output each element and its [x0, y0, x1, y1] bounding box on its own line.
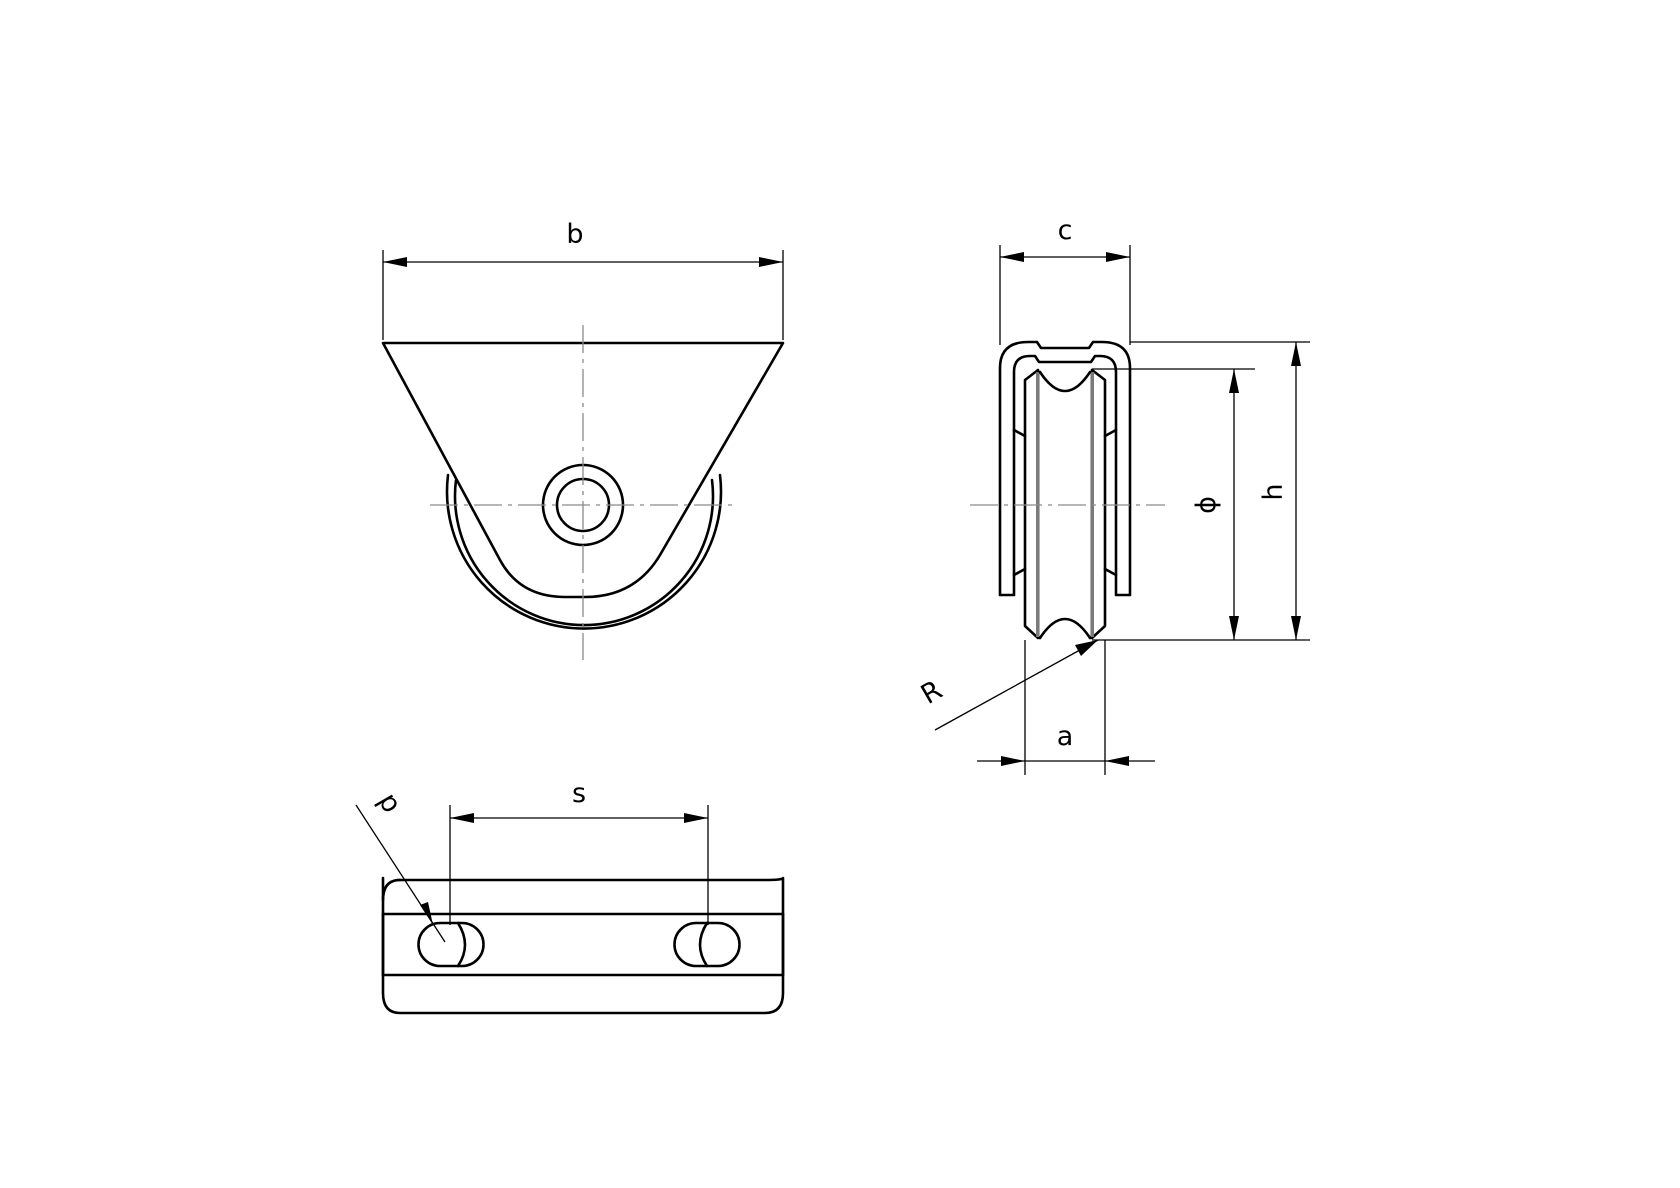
wheel-inner-rim	[453, 478, 715, 627]
side-view: c ϕ	[916, 215, 1310, 775]
wheel-outer-rim	[445, 473, 723, 630]
dimension-label-c: c	[1058, 215, 1073, 246]
dimension-phi: ϕ	[1092, 368, 1255, 641]
dimension-R: R	[916, 639, 1099, 731]
dimension-c: c	[999, 215, 1131, 345]
mounting-slot-right	[673, 921, 741, 968]
mounting-slot-left	[417, 921, 485, 968]
groove-bottom	[1038, 617, 1092, 640]
dimension-b: b	[382, 219, 784, 340]
front-view: b	[381, 219, 785, 660]
dimension-label-s: s	[572, 778, 586, 809]
dimension-label-h: h	[1258, 483, 1289, 500]
top-view: s d	[355, 778, 785, 1015]
dimension-label-a: a	[1057, 721, 1074, 752]
base-plate	[381, 876, 785, 1015]
bracket-plate	[381, 341, 785, 599]
dimension-label-phi: ϕ	[1191, 496, 1222, 514]
dimension-label-d: d	[370, 789, 405, 819]
dimension-label-R: R	[916, 675, 948, 711]
dimension-h: h	[1130, 341, 1310, 641]
dimension-s: s	[449, 778, 709, 925]
dimension-a: a	[977, 640, 1155, 775]
dimension-label-b: b	[566, 219, 583, 250]
dimension-d: d	[355, 789, 446, 943]
groove-top	[1038, 370, 1092, 393]
side-bracket-outer	[998, 340, 1132, 597]
side-wheel-right	[1090, 368, 1107, 640]
side-wheel	[1023, 368, 1040, 640]
